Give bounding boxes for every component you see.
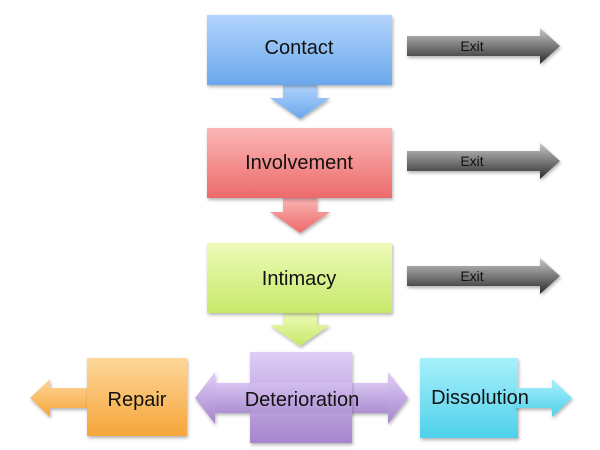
right-arrow xyxy=(515,379,572,417)
left-arrow xyxy=(30,379,90,417)
repair-label: Repair xyxy=(108,389,167,411)
intimacy-label: Intimacy xyxy=(262,268,336,290)
exit-label: Exit xyxy=(460,38,483,54)
down-arrow xyxy=(270,197,330,233)
exit-arrow-involvement: Exit xyxy=(407,143,560,179)
involvement-box xyxy=(207,128,392,198)
dissolution-label: Dissolution xyxy=(431,387,529,409)
contact-label: Contact xyxy=(265,37,334,59)
involvement-label: Involvement xyxy=(245,152,353,174)
exit-arrow-contact: Exit xyxy=(407,28,560,64)
stage-involvement: Involvement xyxy=(207,128,392,233)
repair-box xyxy=(87,358,187,436)
exit-label: Exit xyxy=(460,153,483,169)
down-arrow xyxy=(270,84,330,119)
down-arrow xyxy=(270,312,330,346)
stage-intimacy: Intimacy xyxy=(207,243,392,346)
deterioration-label: Deterioration xyxy=(245,389,360,411)
stage-dissolution: Dissolution xyxy=(420,358,572,438)
stage-deterioration: Deterioration xyxy=(195,352,408,443)
contact-box xyxy=(207,15,392,85)
exit-label: Exit xyxy=(460,268,483,284)
dissolution-box xyxy=(420,358,518,438)
stage-contact: Contact xyxy=(207,15,392,119)
intimacy-box xyxy=(207,243,392,313)
exit-arrow-intimacy: Exit xyxy=(407,258,560,294)
stage-repair: Repair xyxy=(30,358,187,436)
